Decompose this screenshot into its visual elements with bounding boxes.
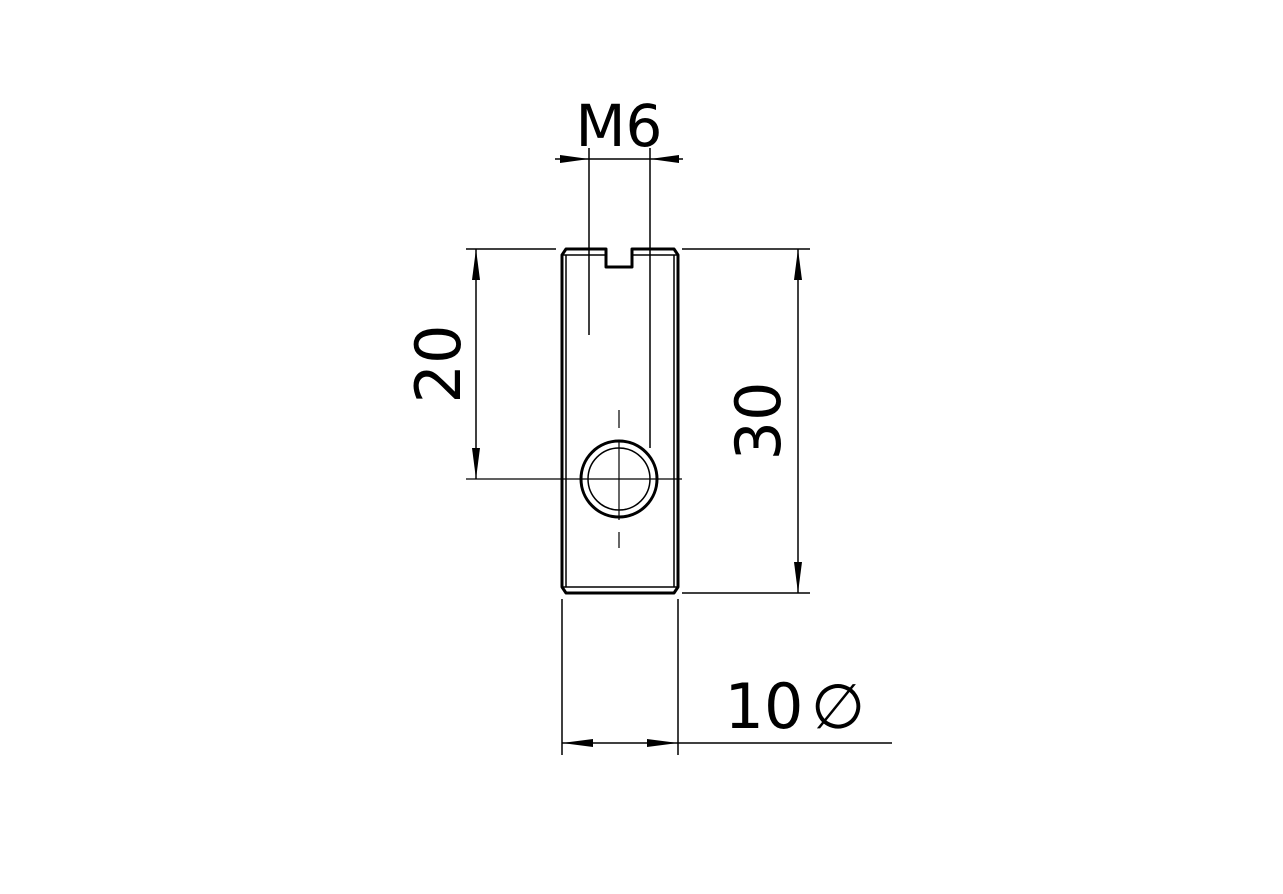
dimension-10-label: 10 xyxy=(725,670,804,743)
dimension-30-arrows xyxy=(794,249,802,593)
m6-arrows xyxy=(560,155,679,163)
body-outline xyxy=(560,247,680,595)
m6-label: M6 xyxy=(576,92,663,160)
dimension-20-arrows xyxy=(472,249,480,479)
dimension-20-label: 20 xyxy=(402,325,475,404)
dimension-30-label: 30 xyxy=(722,382,795,461)
m6-dimension xyxy=(555,148,683,448)
part-outline xyxy=(560,247,680,595)
dimension-30 xyxy=(682,248,810,594)
dimension-10 xyxy=(561,599,892,755)
dimension-20 xyxy=(466,248,556,479)
diameter-symbol-icon: ∅ xyxy=(811,670,865,743)
thread-lines xyxy=(562,254,678,588)
center-lines xyxy=(466,410,682,548)
dimension-10-arrows xyxy=(562,739,678,747)
